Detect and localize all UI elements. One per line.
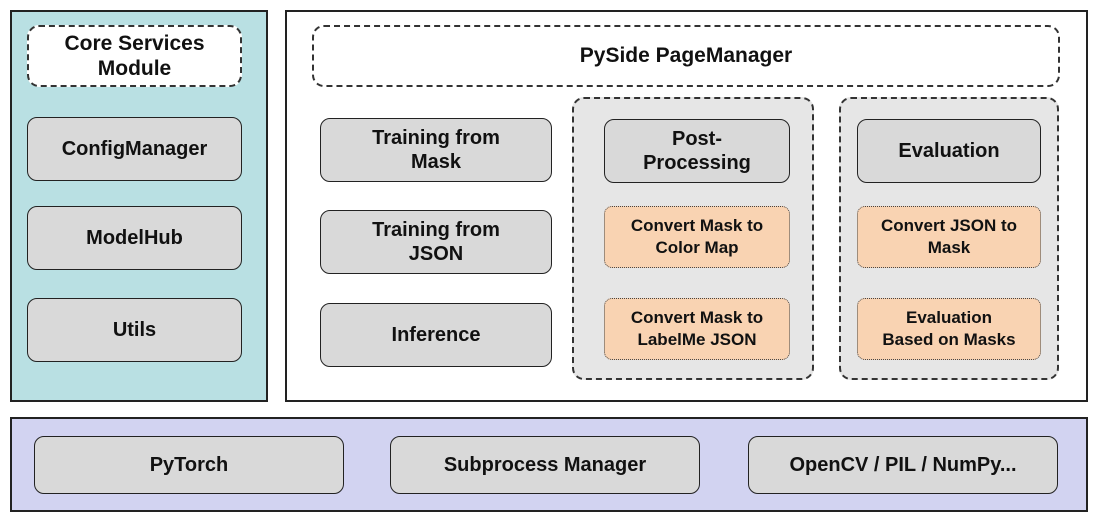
opencv-pil-numpy-box: OpenCV / PIL / NumPy... (748, 436, 1058, 494)
postprocessing-title-label: Post- Processing (643, 128, 751, 174)
pytorch-label: PyTorch (149, 454, 229, 476)
convert-mask-to-color-map-box: Convert Mask to Color Map (604, 206, 790, 268)
inference-box: Inference (320, 303, 552, 367)
convert-json-to-mask-label: Convert JSON to Mask (880, 215, 1018, 257)
evaluation-title-box: Evaluation (857, 119, 1041, 183)
core-services-title: Core Services Module (27, 25, 242, 87)
config-manager-box: ConfigManager (27, 117, 242, 181)
inference-label: Inference (391, 324, 481, 346)
subprocess-manager-label: Subprocess Manager (443, 454, 647, 476)
page-manager-panel: PySide PageManager Training from Mask Tr… (285, 10, 1088, 402)
training-from-mask-label: Training from Mask (372, 127, 500, 173)
evaluation-group: Evaluation Convert JSON to Mask Evaluati… (839, 97, 1059, 380)
foundation-panel: PyTorch Subprocess Manager OpenCV / PIL … (10, 417, 1088, 512)
evaluation-title-label: Evaluation (898, 140, 1000, 162)
page-manager-title: PySide PageManager (312, 25, 1060, 87)
training-from-mask-box: Training from Mask (320, 118, 552, 182)
postprocessing-title-box: Post- Processing (604, 119, 790, 183)
convert-mask-to-labelme-json-box: Convert Mask to LabelMe JSON (604, 298, 790, 360)
model-hub-box: ModelHub (27, 206, 242, 270)
config-manager-label: ConfigManager (61, 138, 208, 160)
postprocessing-group: Post- Processing Convert Mask to Color M… (572, 97, 814, 380)
convert-mask-to-color-map-label: Convert Mask to Color Map (630, 215, 764, 257)
model-hub-label: ModelHub (86, 227, 183, 249)
core-services-panel: Core Services Module ConfigManager Model… (10, 10, 268, 402)
utils-label: Utils (112, 319, 157, 341)
opencv-pil-numpy-label: OpenCV / PIL / NumPy... (789, 454, 1017, 476)
evaluation-based-on-masks-label: Evaluation Based on Masks (882, 307, 1016, 349)
convert-mask-to-labelme-json-label: Convert Mask to LabelMe JSON (630, 307, 764, 349)
page-manager-title-label: PySide PageManager (579, 44, 793, 67)
pytorch-box: PyTorch (34, 436, 344, 494)
core-services-title-label: Core Services Module (64, 31, 205, 80)
subprocess-manager-box: Subprocess Manager (390, 436, 700, 494)
convert-json-to-mask-box: Convert JSON to Mask (857, 206, 1041, 268)
utils-box: Utils (27, 298, 242, 362)
training-from-json-label: Training from JSON (372, 219, 500, 265)
training-from-json-box: Training from JSON (320, 210, 552, 274)
evaluation-based-on-masks-box: Evaluation Based on Masks (857, 298, 1041, 360)
